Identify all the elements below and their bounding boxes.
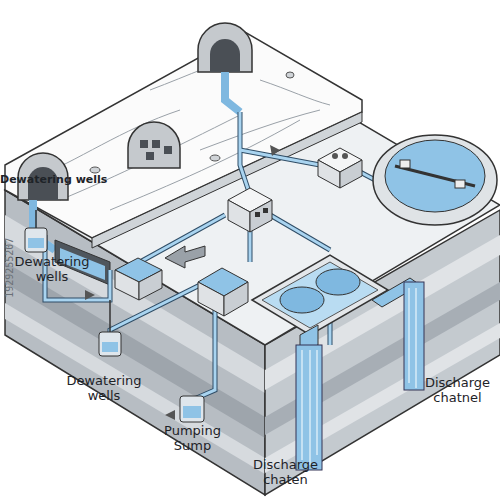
treatment-tank [252, 255, 388, 335]
callout-label: Dewatering wells [0, 174, 110, 187]
tunnel-window [164, 146, 172, 154]
unit-side [340, 160, 362, 188]
pipe-outline [45, 112, 398, 400]
clarifier-water [385, 140, 485, 212]
water-stream [225, 72, 240, 112]
tunnel [128, 122, 180, 168]
tunnel [198, 23, 252, 72]
waterfall-lines [409, 288, 416, 388]
unit-panel [263, 208, 268, 213]
clarifier-drive [455, 180, 465, 188]
well-water [28, 238, 44, 248]
sump-body [180, 396, 204, 422]
waterfall [404, 282, 424, 390]
soil-layer [5, 303, 265, 474]
pumping-sump [165, 396, 204, 422]
callout-label: Dewatering wells [12, 255, 92, 285]
well-pipe [109, 300, 111, 332]
pipe [45, 112, 398, 400]
well-body [99, 332, 121, 356]
dewatering-well [99, 300, 121, 356]
flow-arrow [270, 145, 280, 156]
unit-side [318, 160, 340, 188]
callout-label: Dewatering wells [64, 374, 144, 404]
tank-side [139, 270, 162, 300]
settling-tank [115, 258, 162, 300]
basin [316, 269, 360, 295]
tank-side [224, 282, 248, 316]
soil-layer [265, 323, 500, 473]
unit-side [250, 200, 272, 232]
rock [210, 155, 220, 161]
tank-rim [252, 255, 388, 335]
well-pipe [35, 210, 37, 228]
callout-label: Discharge chaten [248, 458, 323, 488]
tunnel-portal [198, 23, 252, 72]
clarifier-rim [373, 135, 497, 225]
tank-side [198, 282, 224, 316]
rock [90, 167, 100, 173]
valve [332, 153, 338, 159]
settling-tank [198, 268, 248, 316]
well-body [25, 228, 47, 252]
clarifier-drive [400, 160, 410, 168]
basin [280, 287, 324, 313]
waterfall [296, 345, 322, 470]
valve [342, 153, 348, 159]
well-water [102, 342, 118, 352]
control-unit [228, 188, 272, 232]
hill-edge [92, 112, 362, 248]
tank-water [262, 262, 378, 328]
flow-arrow [85, 290, 95, 300]
tunnel-portal [128, 122, 180, 168]
tunnel-window [152, 140, 160, 148]
callout-label: Discharge chatnel [420, 376, 495, 406]
tunnel-opening [210, 39, 240, 72]
watermark-id: 1929255207 [4, 222, 16, 314]
tunnel-window [146, 152, 154, 160]
dewatering-well [25, 210, 47, 252]
hill [5, 32, 362, 238]
control-unit [318, 148, 362, 188]
flow-arrow [165, 410, 175, 420]
unit-panel [255, 212, 260, 217]
tunnel-window [140, 140, 148, 148]
clarifier [373, 135, 497, 225]
unit-side [228, 200, 250, 232]
rock [286, 72, 294, 78]
contour-lines [30, 55, 330, 210]
waterfall-lines [302, 350, 317, 465]
flow-arrow [165, 246, 205, 268]
callout-label: Pumping Sump [155, 424, 230, 454]
tank-side [115, 270, 139, 300]
sump-water [183, 406, 201, 418]
